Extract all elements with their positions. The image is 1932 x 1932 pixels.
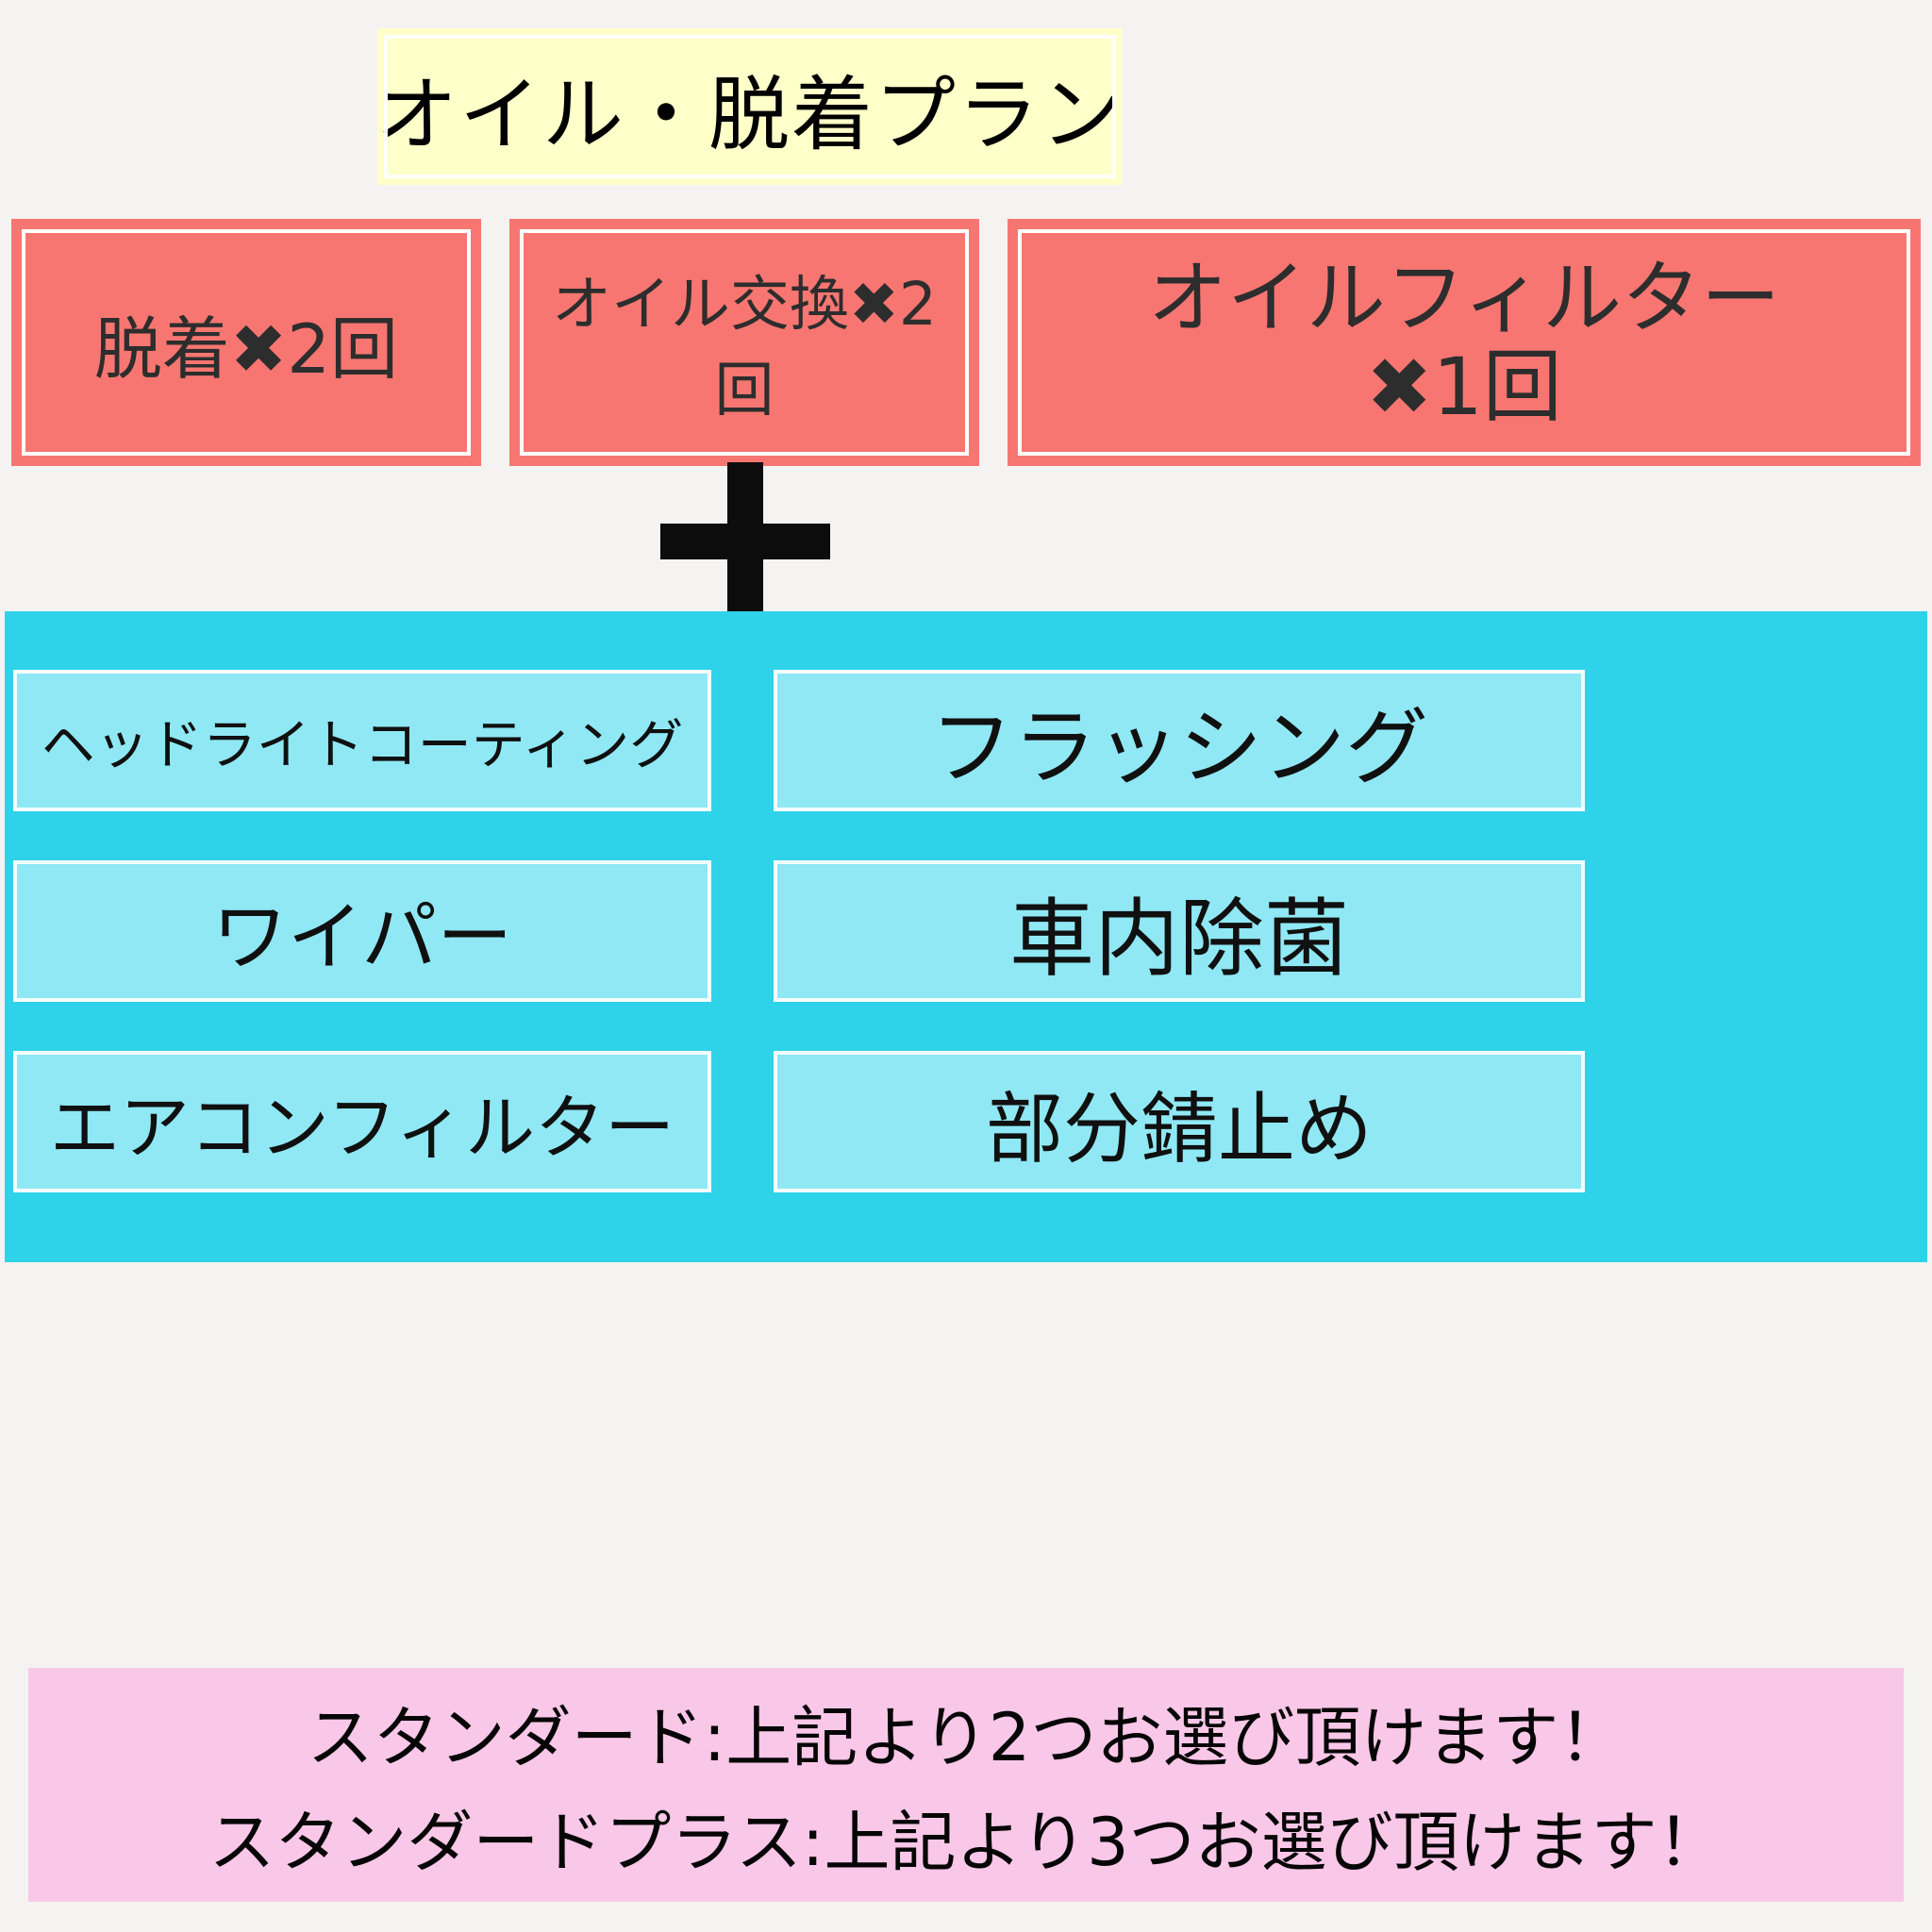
plan-item-label: オイル交換✖2回 [520,229,969,456]
option-label: 部分錆止め [985,1084,1373,1174]
option-wiper: ワイパー [13,860,711,1002]
option-label: ヘッドライトコーティング [41,714,684,776]
note-standard: スタンダード:上記より2つお選び頂けます！ [307,1699,1625,1776]
plan-item-label: 脱着✖2回 [22,229,471,456]
option-headlight-coating: ヘッドライトコーティング [13,670,711,811]
option-flushing: フラッシング [774,670,1585,811]
plan-item-label: オイルフィルター ✖1回 [1018,229,1910,456]
plus-icon [660,462,830,621]
option-label: エアコンフィルター [49,1087,675,1169]
note-standard-plus: スタンダードプラス:上記より3つお選び頂けます！ [208,1804,1724,1881]
option-label: 車内除菌 [1009,890,1349,989]
plan-item-oil-change: オイル交換✖2回 [509,219,979,466]
option-interior-sanitizing: 車内除菌 [774,860,1585,1002]
option-partial-rust-prevention: 部分錆止め [774,1051,1585,1192]
plan-title: オイル・脱着プラン [376,67,1124,162]
option-label: フラッシング [929,698,1428,796]
selection-note-box: スタンダード:上記より2つお選び頂けます！ スタンダードプラス:上記より3つお選… [28,1668,1904,1902]
plan-item-oil-filter: オイルフィルター ✖1回 [1008,219,1921,466]
plan-title-box: オイル・脱着プラン [376,28,1124,185]
plan-item-removal: 脱着✖2回 [11,219,481,466]
option-label: ワイパー [211,893,513,981]
option-aircon-filter: エアコンフィルター [13,1051,711,1192]
